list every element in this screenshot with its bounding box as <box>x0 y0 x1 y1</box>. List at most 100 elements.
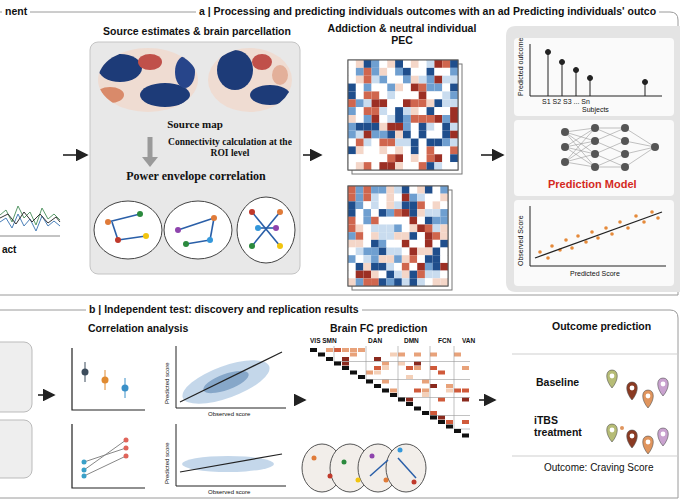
matrix-cell <box>379 278 387 286</box>
matrix-cell <box>425 201 433 209</box>
matrix-cell <box>364 99 372 107</box>
matrix-cell <box>356 154 364 162</box>
matrix-cell <box>348 271 356 279</box>
matrix-cell <box>348 162 356 170</box>
matrix-cell <box>387 115 395 123</box>
matrix-cell <box>427 99 435 107</box>
model-card: Prediction Model <box>514 120 674 196</box>
matrix-cell <box>371 248 379 256</box>
matrix-cell <box>442 68 450 76</box>
matrix-cell <box>348 224 356 232</box>
grid-line <box>430 346 431 416</box>
matrix-cell <box>371 278 379 286</box>
matrix-cell <box>372 107 380 115</box>
matrix-cell <box>450 99 458 107</box>
matrix-cell <box>356 107 364 115</box>
matrix-cell <box>410 186 418 194</box>
matrix-cell <box>411 68 419 76</box>
matrix-cell <box>356 248 364 256</box>
matrix-cell <box>358 348 365 352</box>
matrix-cell <box>433 240 441 248</box>
matrix-cell <box>386 271 394 279</box>
matrix-cell <box>434 139 442 147</box>
matrix-cell <box>450 131 458 139</box>
condition-row: Baseline <box>530 368 600 398</box>
stage-heading: Source estimates & brain parcellation <box>90 25 304 37</box>
network-label: DAN <box>368 337 382 344</box>
matrix-cell <box>450 60 458 68</box>
matrix-cell <box>356 209 364 217</box>
matrix-cell <box>379 217 387 225</box>
matrix-cell <box>411 146 419 154</box>
matrix-cell <box>440 248 448 256</box>
grid-line <box>398 346 399 398</box>
matrix-cell <box>363 224 371 232</box>
diagonal-cell <box>422 411 429 415</box>
chart-card <box>514 200 674 286</box>
process-box: Source estimates & brain parcellationSou… <box>88 22 302 276</box>
matrix-cell <box>442 99 450 107</box>
panel: b | Independent test: discovery and repl… <box>0 300 680 500</box>
matrix-cell <box>434 146 442 154</box>
matrix-cell <box>419 131 427 139</box>
matrix-cell <box>395 99 403 107</box>
prediction-panel: Predicting individuals' outcoPredicted o… <box>504 8 680 292</box>
source-brain <box>90 40 210 120</box>
matrix-cell <box>427 91 435 99</box>
matrix-cell <box>402 232 410 240</box>
axis-label: Subjects <box>582 106 609 114</box>
matrix-cell <box>348 84 356 92</box>
chart-card <box>514 120 674 196</box>
matrix-cell <box>425 240 433 248</box>
matrix-cell <box>363 194 371 202</box>
matrix-cell <box>348 115 356 123</box>
diagonal-cell <box>318 353 325 357</box>
matrix-cell <box>411 60 419 68</box>
matrix-cell <box>379 162 387 170</box>
condition-label: iTBS treatment <box>534 414 598 438</box>
matrix-cell <box>364 139 372 147</box>
matrix-cell <box>450 115 458 123</box>
diagonal-cell <box>382 389 389 393</box>
matrix-cell <box>348 68 356 76</box>
matrix-cell <box>356 217 364 225</box>
matrix-cell <box>372 84 380 92</box>
matrix-cell <box>427 107 435 115</box>
matrix-stage: Addiction & neutral individual PEC <box>322 20 480 292</box>
matrix-cell <box>387 131 395 139</box>
matrix-cell <box>406 375 413 379</box>
flow-arrow <box>295 399 305 401</box>
matrix-cell <box>433 217 441 225</box>
matrix-cell <box>419 60 427 68</box>
matrix-cell <box>379 131 387 139</box>
down-arrow <box>142 137 158 167</box>
matrix-cell <box>402 263 410 271</box>
matrix-cell <box>402 224 410 232</box>
matrix-cell <box>387 107 395 115</box>
matrix-cell <box>394 271 402 279</box>
matrix-cell <box>372 123 380 131</box>
matrix-cell <box>356 255 364 263</box>
matrix-cell <box>442 123 450 131</box>
matrix-cell <box>364 154 372 162</box>
matrix-cell <box>406 366 413 370</box>
model-label: Prediction Model <box>548 178 637 191</box>
matrix-cell <box>386 217 394 225</box>
matrix-cell <box>433 201 441 209</box>
matrix-frame <box>348 60 458 170</box>
matrix-cell <box>379 232 387 240</box>
matrix-cell <box>356 84 364 92</box>
matrix-cell <box>379 194 387 202</box>
matrix-cell <box>350 348 357 352</box>
fc-brains <box>302 444 426 492</box>
matrix-cell <box>390 389 397 393</box>
matrix-cell <box>356 162 364 170</box>
matrix-cell <box>356 76 364 84</box>
matrix-cell <box>427 139 435 147</box>
matrix-cell <box>427 162 435 170</box>
outcome-pins <box>512 354 678 456</box>
matrix-cell <box>398 362 405 366</box>
matrix-cell <box>433 271 441 279</box>
matrix-cell <box>395 60 403 68</box>
matrix-cell <box>363 186 371 194</box>
